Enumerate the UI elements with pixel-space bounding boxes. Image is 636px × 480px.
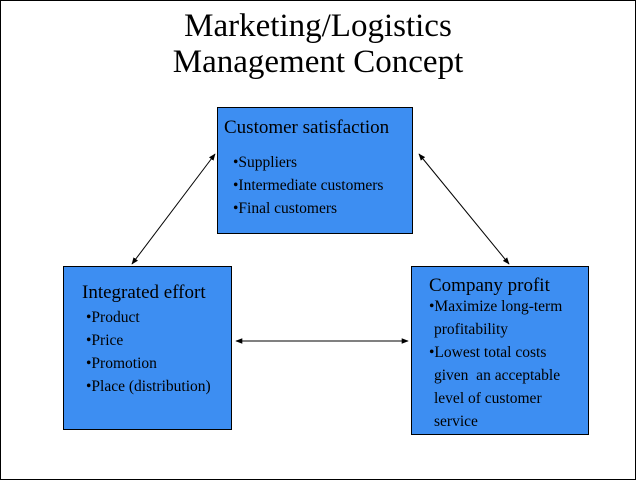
title-line-2: Management Concept <box>172 44 464 80</box>
list-item: service <box>434 413 478 430</box>
company-profit-list: •Maximize long-term profitability •Lowes… <box>429 295 562 433</box>
list-item: •Price <box>86 332 124 349</box>
title-line-1: Marketing/Logistics <box>184 8 452 44</box>
customer-satisfaction-list: •Suppliers •Intermediate customers •Fina… <box>233 151 383 220</box>
customer-satisfaction-heading: Customer satisfaction <box>224 117 390 138</box>
list-item: •Promotion <box>86 355 157 372</box>
list-item: •Suppliers <box>233 154 297 171</box>
list-item: •Product <box>86 309 140 326</box>
slide-title: Marketing/Logistics Management Concept <box>0 8 636 80</box>
list-item: •Final customers <box>233 200 338 217</box>
integrated-effort-list: •Product •Price •Promotion •Place (distr… <box>86 306 211 398</box>
company-profit-heading: Company profit <box>429 275 550 296</box>
company-profit-box: Company profit •Maximize long-term profi… <box>411 266 589 435</box>
integrated-effort-box: Integrated effort •Product •Price •Promo… <box>63 266 232 430</box>
list-item: •Lowest total costs <box>429 344 547 361</box>
customer-satisfaction-box: Customer satisfaction •Suppliers •Interm… <box>217 107 413 234</box>
arrow-satisfaction-profit <box>418 153 510 265</box>
integrated-effort-heading: Integrated effort <box>82 282 206 303</box>
arrow-satisfaction-effort <box>131 153 216 265</box>
list-item: given an acceptable <box>434 367 561 384</box>
list-item: •Maximize long-term <box>429 298 563 315</box>
list-item: profitability <box>434 321 509 338</box>
list-item: level of customer <box>434 390 542 407</box>
list-item: •Intermediate customers <box>233 177 384 194</box>
list-item: •Place (distribution) <box>86 378 211 395</box>
